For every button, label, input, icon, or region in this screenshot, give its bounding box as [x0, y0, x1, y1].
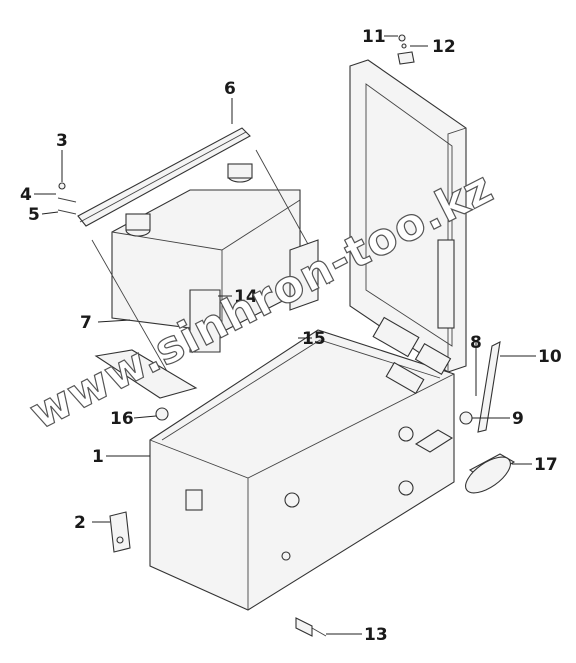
callout-5: 5	[28, 205, 40, 225]
small-fasteners	[57, 34, 477, 425]
box-body	[149, 316, 455, 611]
callout-6: 6	[224, 79, 236, 99]
battery	[111, 163, 301, 333]
callout-1: 1	[92, 447, 104, 467]
callout-9: 9	[512, 409, 524, 429]
box-lid	[349, 59, 467, 373]
callout-11: 11	[362, 27, 386, 47]
callout-7: 7	[80, 313, 92, 333]
leader-lines	[34, 35, 536, 635]
bolt	[295, 617, 327, 637]
latch	[109, 511, 131, 553]
callout-15: 15	[302, 329, 326, 349]
callout-16: 16	[110, 409, 134, 429]
support-pads	[94, 239, 319, 399]
callout-14: 14	[234, 287, 258, 307]
callout-13: 13	[364, 625, 388, 645]
callout-10: 10	[538, 347, 562, 367]
rubber-grommet	[465, 453, 516, 494]
callout-labels: 11 12 3 4 5 6 7 14 15 16 1 2 8 9 10 17 1…	[20, 27, 562, 645]
callout-4: 4	[20, 185, 32, 205]
callout-12: 12	[432, 37, 456, 57]
callout-17: 17	[534, 455, 558, 475]
support-arm	[477, 341, 501, 433]
callout-2: 2	[74, 513, 86, 533]
callout-3: 3	[56, 131, 68, 151]
hold-down-bar	[77, 127, 251, 227]
callout-8: 8	[470, 333, 482, 353]
